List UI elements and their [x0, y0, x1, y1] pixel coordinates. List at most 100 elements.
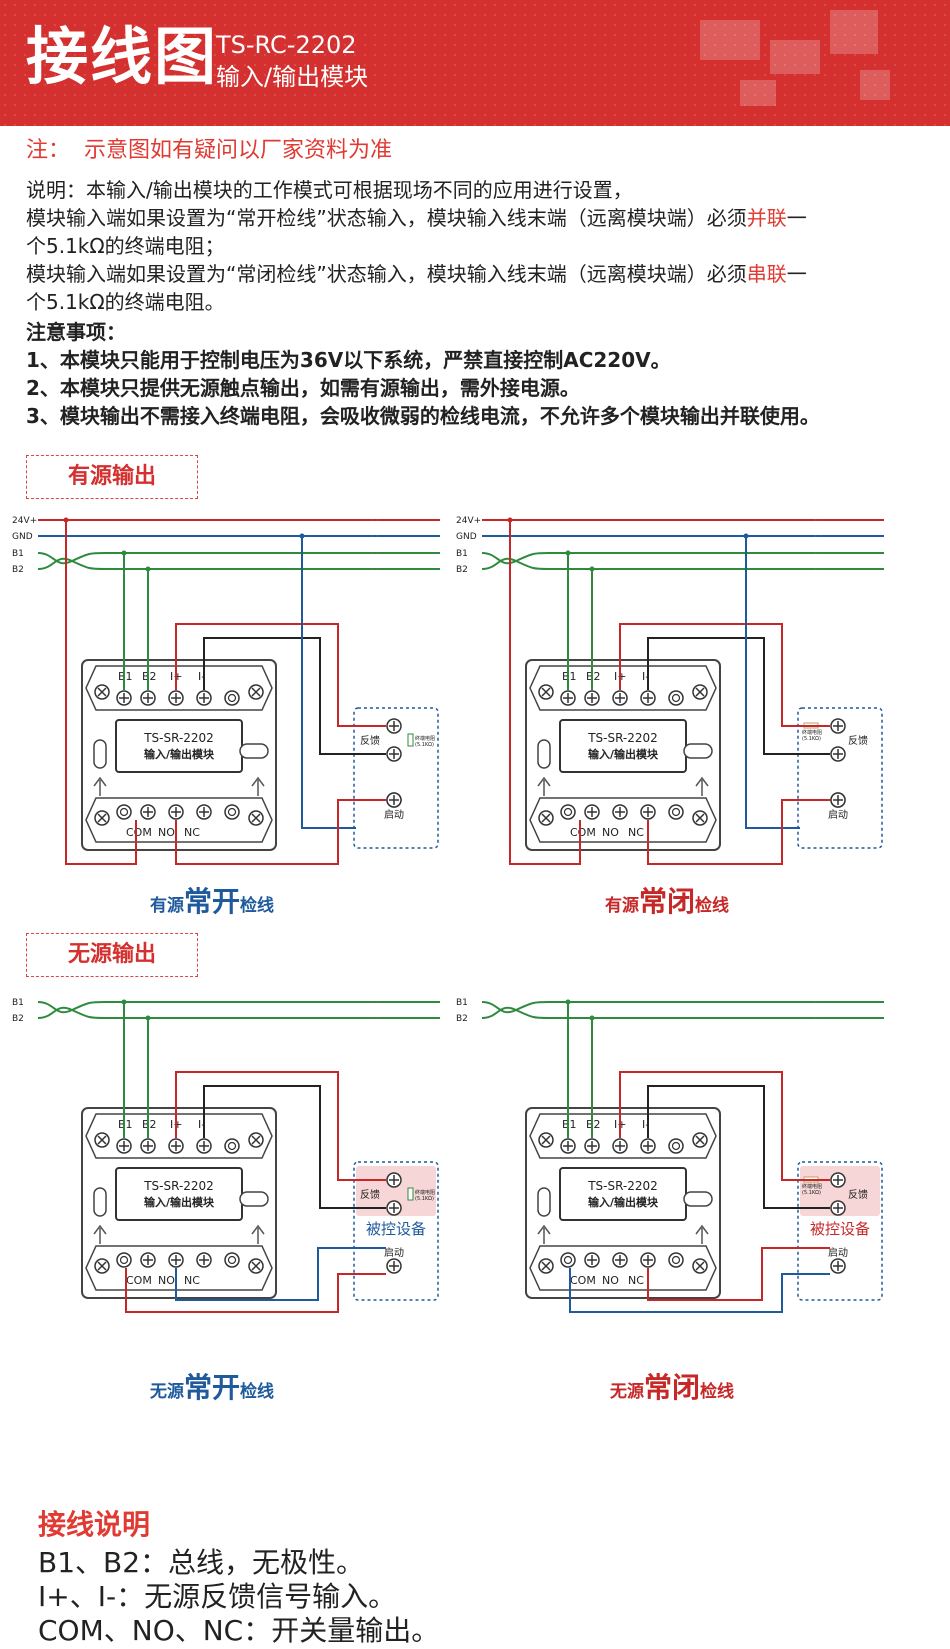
wire-output: [647, 1247, 830, 1301]
wire-output: [175, 799, 386, 865]
module-desc: 输入/输出模块: [144, 1195, 215, 1209]
top-terminal-screw-inner: [227, 1141, 237, 1151]
wire-24v-com: [509, 520, 581, 865]
bottom-terminal-screw: [668, 804, 684, 820]
device-box: [797, 707, 883, 849]
bottom-corner-screw-cross: [541, 1261, 551, 1271]
bottom-terminal-screw: [668, 1252, 684, 1268]
bottom-terminal-screw-cross: [615, 807, 625, 817]
top-terminal-screw-cross: [587, 1141, 597, 1151]
bottom-terminal-screw-cross: [199, 1255, 209, 1265]
feedback-screw-2-cross: [833, 1203, 843, 1213]
feedback-label: 反馈: [848, 734, 868, 747]
side-slot-left: [93, 739, 107, 769]
top-terminal-screw: [224, 1138, 240, 1154]
top-terminal-screw-cross: [171, 1141, 181, 1151]
wiring-line-1: B1、B2：总线，无极性。: [38, 1546, 365, 1579]
wire-junction: [145, 566, 151, 572]
bus-label-b2: B2: [12, 1014, 24, 1024]
bottom-terminal-screw-cross: [643, 807, 653, 817]
terminal-label-top: B1: [118, 1118, 133, 1131]
controlled-device-label: 被控设备: [810, 1220, 870, 1238]
caption-powered-normally-closed: 有源常闭检线: [605, 885, 730, 918]
bottom-terminal-screw-inner: [227, 807, 237, 817]
bus-label-b1: B1: [456, 549, 468, 559]
bus-b2-line: [37, 557, 440, 570]
top-terminal-screw-cross: [615, 693, 625, 703]
top-corner-screw-cross: [97, 1135, 107, 1145]
note-item-2: 2、本模块只提供无源触点输出，如需有源输出，需外接电源。: [26, 376, 580, 400]
module-label-box: [559, 1167, 687, 1221]
bus-label-b1: B1: [12, 549, 24, 559]
caption-passive-normally-open: 无源常开检线: [150, 1371, 275, 1404]
section-powered-output: 有源输出: [26, 455, 198, 499]
terminal-label-top: B2: [142, 670, 157, 683]
bottom-terminal-screw-inner: [227, 1255, 237, 1265]
start-label: 启动: [384, 808, 404, 821]
terminal-label-top: B1: [562, 1118, 577, 1131]
top-terminal-screw-cross: [119, 693, 129, 703]
bottom-terminal-screw: [560, 1252, 576, 1268]
bus-label-gnd: GND: [456, 532, 477, 542]
wire-i-plus: [619, 1071, 830, 1181]
top-terminal-screw-cross: [563, 1141, 573, 1151]
controlled-device-highlight: [356, 1166, 436, 1216]
model-number: TS-RC-2202: [216, 31, 357, 59]
feedback-screw-1-cross: [389, 721, 399, 731]
bottom-terminal-screw-inner: [671, 1255, 681, 1265]
side-slot-right: [683, 743, 713, 759]
feedback-screw-1-cross: [389, 1175, 399, 1185]
resistor-value: (5.1KΩ): [802, 736, 821, 742]
wire-junction: [63, 517, 69, 523]
bottom-corner-screw-cross: [97, 1261, 107, 1271]
bus-label-b2: B2: [456, 1014, 468, 1024]
wiring-line-3: COM、NO、NC：开关量输出。: [38, 1614, 440, 1647]
bottom-terminal-screw: [116, 804, 132, 820]
bottom-corner-screw-cross: [251, 813, 261, 823]
bus-b2-line: [37, 1006, 440, 1019]
bottom-terminal-screw: [560, 804, 576, 820]
caption-passive-normally-closed: 无源常闭检线: [610, 1371, 735, 1404]
top-terminal-screw: [668, 1138, 684, 1154]
wire-com: [569, 1268, 830, 1313]
bus-label-b1: B1: [456, 998, 468, 1008]
feedback-label: 反馈: [360, 734, 380, 747]
bus-label-b2: B2: [12, 565, 24, 575]
bus-b1-line: [481, 1001, 884, 1014]
bottom-terminal-screw-inner: [563, 807, 573, 817]
wire-i-minus: [647, 637, 830, 755]
wire-junction: [743, 533, 749, 539]
feedback-screw-2-cross: [389, 1203, 399, 1213]
bottom-terminal-screw-inner: [563, 1255, 573, 1265]
top-terminal-screw-cross: [199, 693, 209, 703]
wiring-title: 接线说明: [38, 1508, 151, 1541]
terminal-label-top: I-: [198, 1118, 205, 1131]
resistor-value: (5.1KΩ): [415, 1196, 434, 1202]
bottom-terminal-screw-inner: [119, 1255, 129, 1265]
side-slot-left: [537, 739, 551, 769]
top-terminal-screw-cross: [171, 693, 181, 703]
controlled-device-label: 被控设备: [366, 1220, 426, 1238]
notes-title: 注意事项：: [26, 320, 126, 344]
terminal-label-bottom: NO: [158, 826, 175, 839]
arrow-icon: [695, 776, 709, 796]
bus-b1-line: [481, 552, 884, 565]
side-slot-right: [239, 1191, 269, 1207]
bottom-terminal-strip: [85, 797, 273, 843]
bus-gap-mark: · ·: [814, 998, 823, 1008]
module-desc: 输入/输出模块: [588, 747, 659, 761]
terminal-label-top: B1: [118, 670, 133, 683]
wire-i-plus: [175, 1071, 386, 1181]
wire-junction: [299, 533, 305, 539]
side-slot-left: [537, 1187, 551, 1217]
wire-junction: [589, 566, 595, 572]
module-name: TS-SR-2202: [143, 1179, 214, 1193]
wire-junction: [589, 1015, 595, 1021]
bus-gap-mark: · ·: [370, 565, 379, 575]
top-terminal-screw-cross: [587, 693, 597, 703]
arrow-icon: [93, 776, 107, 796]
feedback-screw-1-cross: [833, 1175, 843, 1185]
page-title: 接线图: [26, 20, 219, 93]
